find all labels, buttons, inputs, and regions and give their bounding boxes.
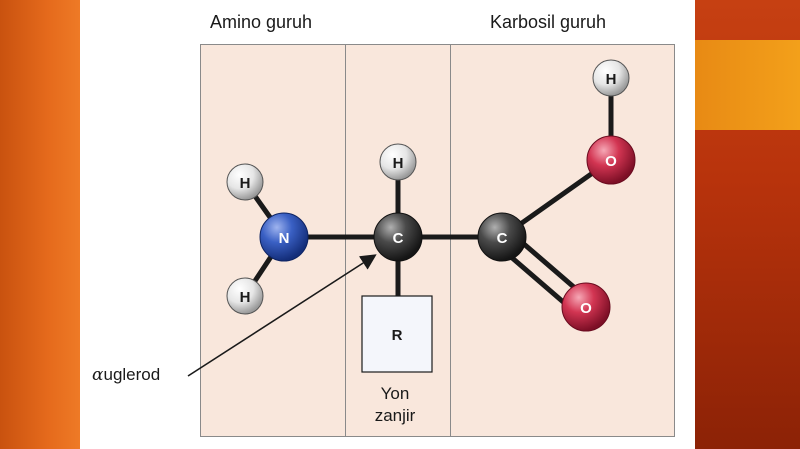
right-orange-band <box>695 40 800 130</box>
atom-h-amino-top-label: H <box>240 175 251 192</box>
atom-n-label: N <box>279 230 290 247</box>
atom-o-hydroxyl: O <box>586 135 636 185</box>
atom-h-amino-bottom: H <box>226 277 264 315</box>
atom-c-alpha-label: C <box>393 230 404 247</box>
atom-h-hydroxyl: H <box>592 59 630 97</box>
carboxyl-group-header: Karbosil guruh <box>490 12 607 32</box>
alpha-carbon-label: αuglerod <box>92 365 160 385</box>
r-group-box <box>361 295 433 373</box>
atom-o-hydroxyl-label: O <box>605 153 617 170</box>
atom-o-double: O <box>561 282 611 332</box>
alpha-carbon-arrow <box>187 254 377 377</box>
alpha-symbol: α <box>92 365 104 385</box>
atom-c-carboxyl: C <box>477 212 527 262</box>
atom-h-alpha-label: H <box>393 155 404 172</box>
alpha-carbon-text: uglerod <box>103 365 161 384</box>
r-group-label: R <box>392 327 403 344</box>
side-chain-label: Yon zanjir <box>358 383 432 427</box>
atom-h-hydroxyl-label: H <box>606 71 617 88</box>
atom-h-amino-top: H <box>226 163 264 201</box>
side-chain-label-line2: zanjir <box>374 406 416 425</box>
atom-h-amino-bottom-label: H <box>240 289 251 306</box>
atom-h-alpha: H <box>379 143 417 181</box>
atom-o-double-label: O <box>580 300 592 317</box>
atom-c-alpha: C <box>373 212 423 262</box>
left-decorative-bar <box>0 0 80 449</box>
atom-c-carboxyl-label: C <box>497 230 508 247</box>
amino-group-header: Amino guruh <box>210 12 313 32</box>
side-chain-label-line1: Yon <box>380 384 410 403</box>
bonds <box>242 75 614 316</box>
atom-n: N <box>259 212 309 262</box>
